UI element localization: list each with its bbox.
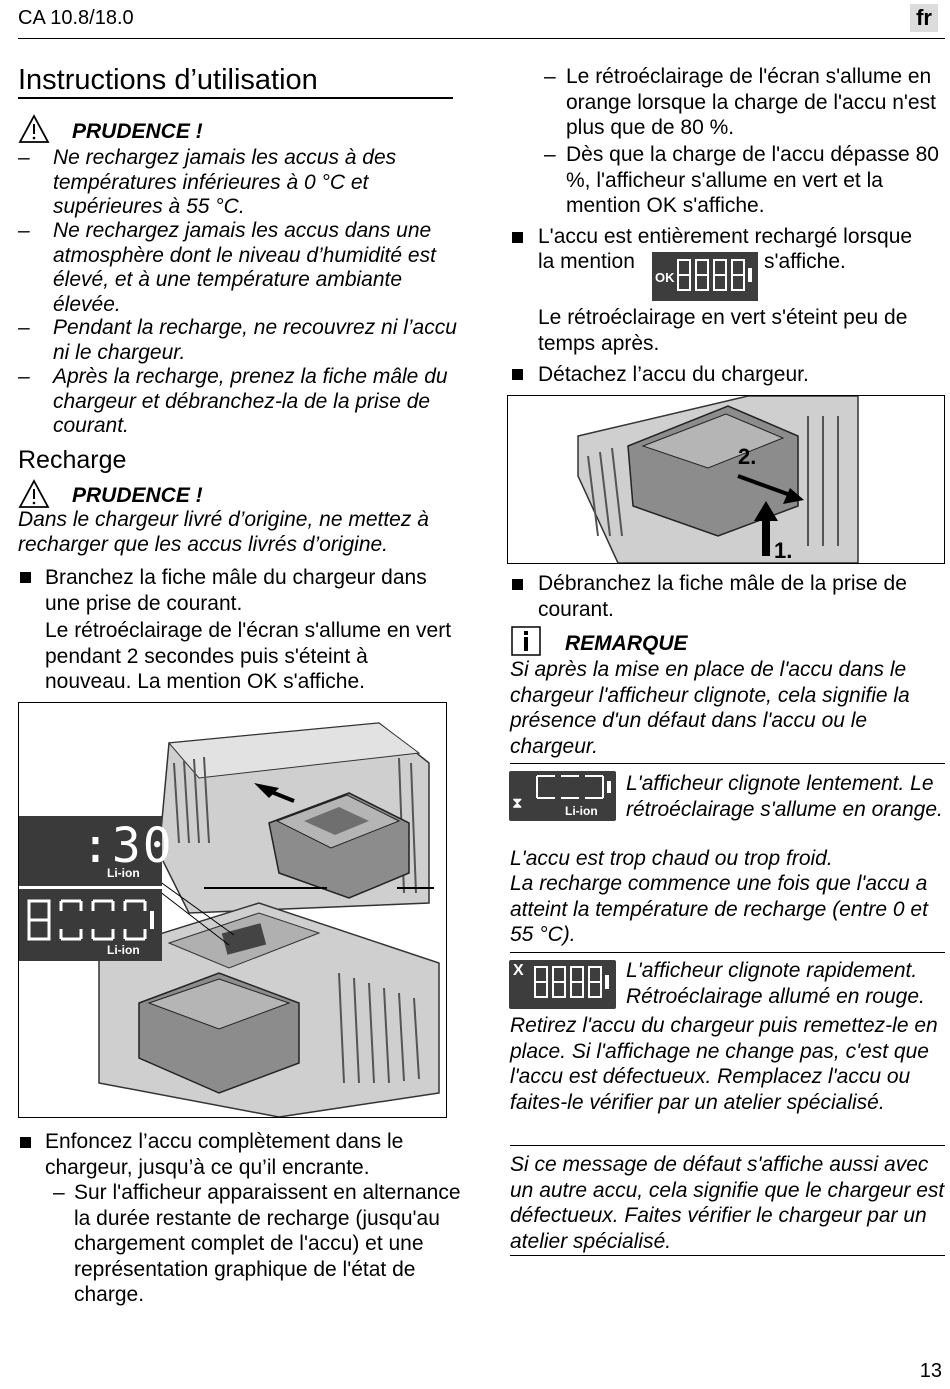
- caution-label: PRUDENCE !: [72, 484, 203, 507]
- step-subitem: –Sur l'afficheur apparaissent en alterna…: [53, 1181, 461, 1306]
- lcd-time-digits: :30: [81, 818, 174, 874]
- unplug-text: Débranchez la fiche mâle de la prise de …: [538, 572, 907, 621]
- language-badge: fr: [910, 4, 938, 32]
- full-charge-text: la mention: [538, 250, 635, 273]
- slow-blink-display-icon: ⧗ Li-ion: [509, 771, 616, 821]
- document-model: CA 10.8/18.0: [18, 7, 134, 29]
- step-subitem-text: Sur l'afficheur apparaissent en alternan…: [74, 1181, 461, 1306]
- fast-blink-action: Retirez l'accu du chargeur puis remettez…: [510, 1014, 938, 1114]
- list-item: –Le rétroéclairage de l'écran s'allume e…: [544, 65, 936, 139]
- slow-blink-action: La recharge commence une fois que l'accu…: [510, 872, 928, 946]
- list-item-text: Le rétroéclairage de l'écran s'allume en…: [566, 65, 936, 139]
- full-charge-text: s'affiche.: [764, 250, 846, 273]
- section-title-rule: [18, 97, 453, 99]
- list-item-text: Ne rechargez jamais les accus dans une a…: [53, 219, 436, 316]
- error-x-icon: X: [513, 962, 524, 979]
- caution-text: Dans le chargeur livré d’origine, ne met…: [18, 508, 429, 556]
- step-label-2: 2.: [738, 444, 757, 469]
- fast-blink-display-icon: X: [509, 960, 616, 1009]
- list-item: –Ne rechargez jamais les accus à des tem…: [18, 146, 397, 218]
- ok-label: OK: [655, 270, 675, 285]
- list-item-text: Pendant la recharge, ne recouvrez ni l’a…: [53, 316, 457, 364]
- bullet-icon: [20, 572, 31, 583]
- step-note: Le rétroéclairage de l'écran s'allume en…: [45, 619, 452, 693]
- full-charge-text: L'accu est entièrement rechargé lorsque: [538, 225, 913, 248]
- slow-blink-rule: [510, 952, 945, 953]
- digits-8888-icon: [677, 259, 752, 291]
- remark-label: REMARQUE: [565, 632, 688, 655]
- step-label-1: 1.: [774, 538, 793, 563]
- slow-blink-text: L'afficheur clignote lentement. Le rétro…: [626, 772, 943, 821]
- detach-drawing: [577, 396, 859, 563]
- step-text: Enfoncez l’accu complètement dans le cha…: [45, 1130, 404, 1179]
- fast-blink-text: L'afficheur clignote rapidement. Rétroéc…: [626, 959, 925, 1008]
- section-title: Instructions d’utilisation: [18, 64, 318, 96]
- list-item: –Après la recharge, prenez la fiche mâle…: [18, 365, 448, 437]
- fast-blink-rule: [510, 1145, 945, 1146]
- list-item-text: Après la recharge, prenez la fiche mâle …: [53, 365, 448, 437]
- warning-triangle-icon: [18, 479, 50, 508]
- lcd-label: Li-ion: [565, 804, 598, 818]
- list-item: –Pendant la recharge, ne recouvrez ni l’…: [18, 316, 457, 364]
- bullet-icon: [20, 1137, 31, 1148]
- warning-triangle-icon: [18, 114, 50, 143]
- page-number: 13: [919, 1360, 942, 1382]
- digits-8888-icon: [534, 966, 609, 998]
- charger-drawing: [98, 722, 440, 1117]
- defect-text: Si ce message de défaut s'affiche aussi …: [510, 1153, 945, 1253]
- lcd-panel-charge: Li-ion: [19, 889, 162, 961]
- remark-text: Si après la mise en place de l'accu dans…: [510, 658, 910, 758]
- info-icon: [511, 626, 541, 656]
- list-item-text: Dès que la charge de l'accu dépasse 80 %…: [566, 143, 939, 217]
- list-item: –Dès que la charge de l'accu dépasse 80 …: [544, 143, 939, 217]
- detach-text: Détachez l’accu du chargeur.: [538, 363, 809, 386]
- ok-display-icon: OK: [652, 252, 758, 301]
- backlight-note: Le rétroéclairage en vert s'éteint peu d…: [538, 306, 908, 355]
- remark-rule: [510, 763, 945, 764]
- slow-blink-cause: L'accu est trop chaud ou trop froid.: [510, 847, 833, 870]
- bullet-icon: [512, 232, 523, 243]
- hourglass-thermometer-icon: ⧗: [512, 795, 523, 812]
- lcd-label: Li-ion: [107, 866, 140, 880]
- recharge-title: Recharge: [18, 446, 127, 474]
- charger-illustration: :30 Li-ion Li-ion: [18, 702, 447, 1118]
- bullet-icon: [512, 369, 523, 380]
- list-item-text: Ne rechargez jamais les accus à des temp…: [53, 146, 397, 218]
- caution-list: –Ne rechargez jamais les accus à des tem…: [18, 146, 458, 439]
- dashed-frame-icon: [536, 775, 611, 799]
- header-rule: [18, 38, 945, 39]
- lcd-panel-time: :30 Li-ion: [19, 816, 172, 886]
- step-text: Branchez la fiche mâle du chargeur dans …: [45, 566, 427, 615]
- detach-illustration: 2. 1.: [507, 395, 945, 564]
- caution-label: PRUDENCE !: [72, 120, 203, 143]
- bullet-icon: [512, 579, 523, 590]
- defect-rule: [510, 1255, 945, 1256]
- lcd-label: Li-ion: [107, 943, 140, 957]
- charge-level-icon: [27, 899, 154, 941]
- status-subitems: –Le rétroéclairage de l'écran s'allume e…: [540, 64, 945, 219]
- list-item: –Ne rechargez jamais les accus dans une …: [18, 219, 436, 316]
